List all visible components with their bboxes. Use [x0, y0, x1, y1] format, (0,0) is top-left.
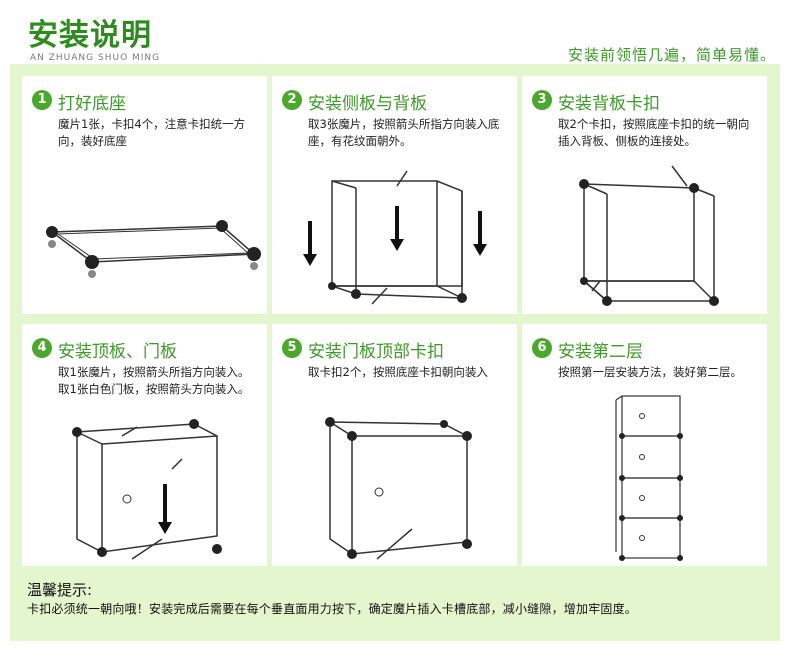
- tips-text: 卡扣必须统一朝向哦！安装完成后需要在每个垂直面用力按下，确定魔片插入卡槽底部，减…: [27, 602, 638, 616]
- step-number: 6: [532, 338, 552, 358]
- step-description: 魔片1张，卡扣4个，注意卡扣统一方向，装好底座: [58, 117, 246, 148]
- page-subtitle: AN ZHUANG SHUO MING: [30, 53, 161, 63]
- step-title: 打好底座: [58, 94, 126, 114]
- step-title: 安装背板卡扣: [558, 94, 660, 114]
- step-title: 安装侧板与背板: [308, 94, 427, 114]
- step-number: 3: [532, 90, 552, 110]
- step-number: 1: [32, 90, 52, 110]
- step-card-3: 3 安装背板卡扣 取2个卡扣，按照底座卡扣的统一朝向插入背板、侧板的连接处。: [522, 76, 767, 314]
- step-description: 取卡扣2个，按照底座卡扣朝向装入: [308, 365, 488, 379]
- step-card-4: 4 安装顶板、门板 取1张魔片，按照箭头所指方向装入。取1张白色门板，按照箭头方…: [22, 324, 267, 566]
- step-card-5: 5 安装门板顶部卡扣 取卡扣2个，按照底座卡扣朝向装入: [272, 324, 517, 566]
- step-title: 安装顶板、门板: [58, 342, 177, 362]
- step-number: 4: [32, 338, 52, 358]
- step-description: 取3张魔片，按照箭头所指方向装入底座，有花纹面朝外。: [308, 117, 500, 148]
- back-clips-illustration: [579, 165, 719, 306]
- step-description: 取2个卡扣，按照底座卡扣的统一朝向插入背板、侧板的连接处。: [558, 117, 750, 148]
- door-top-clips-illustration: [325, 417, 472, 560]
- step-card-6: 6 安装第二层 按照第一层安装方法，装好第二层。: [522, 324, 767, 566]
- step-title: 安装门板顶部卡扣: [308, 342, 444, 362]
- side-back-panels-illustration: [303, 170, 487, 305]
- step-number: 2: [282, 90, 302, 110]
- step-card-1: 1 打好底座 魔片1张，卡扣4个，注意卡扣统一方向，装好底座: [22, 76, 267, 314]
- tips-title: 温馨提示:: [27, 581, 93, 599]
- step-description: 按照第一层安装方法，装好第二层。: [558, 365, 742, 379]
- step-number: 5: [282, 338, 302, 358]
- instructions-panel: 1 打好底座 魔片1张，卡扣4个，注意卡扣统一方向，装好底座 2 安装侧板与背板…: [10, 64, 780, 641]
- stacked-cubes-illustration: [615, 395, 683, 561]
- base-frame-illustration: [46, 220, 261, 278]
- step-title: 安装第二层: [558, 342, 643, 362]
- step-card-2: 2 安装侧板与背板 取3张魔片，按照箭头所指方向装入底座，有花纹面朝外。: [272, 76, 517, 314]
- top-door-illustration: [72, 419, 222, 560]
- step-description: 取1张魔片，按照箭头所指方向装入。取1张白色门板，按照箭头方向装入。: [58, 365, 250, 396]
- page-title: 安装说明: [28, 18, 152, 53]
- slogan: 安装前领悟几遍，简单易懂。: [567, 46, 776, 64]
